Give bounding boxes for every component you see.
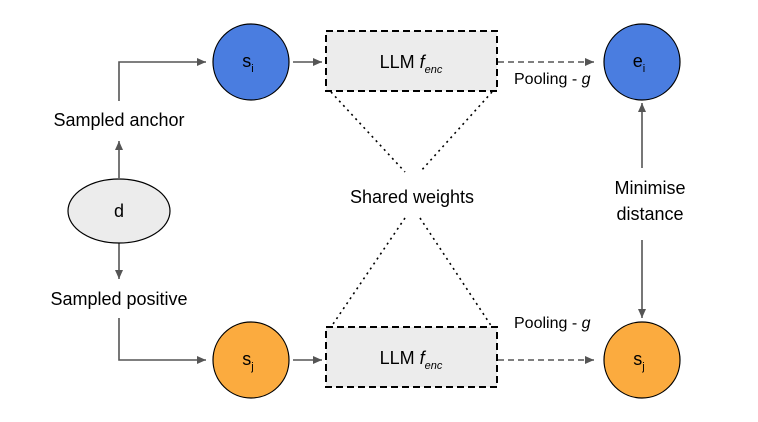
llm-encoder-top (325, 30, 498, 92)
llm-top-prefix: LLM (380, 52, 420, 72)
llm-bottom-func: f (420, 348, 427, 368)
positive-sample-base: s (242, 349, 251, 369)
anchor-embedding-sub: i (643, 63, 645, 75)
arrow-positive-to-sj (118, 318, 206, 364)
llm-bottom-prefix: LLM (380, 348, 420, 368)
anchor-sample-node (212, 23, 290, 101)
shared-weights-line-bottom-left (330, 217, 406, 328)
positive-sample-node (212, 321, 290, 399)
document-node-label: d (114, 201, 124, 221)
positive-sample-sub: j (250, 361, 253, 373)
anchor-sample-label: si (242, 51, 253, 75)
sampled-anchor-label: Sampled anchor (53, 110, 184, 130)
minimise-label-line1: Minimise (614, 178, 685, 198)
llm-top-func: f (420, 52, 427, 72)
shared-weights-line-bottom-right (419, 217, 493, 328)
positive-embedding-node (603, 321, 681, 399)
anchor-sample-base: s (242, 51, 251, 71)
positive-embedding-base: s (633, 349, 642, 369)
pooling-top-text: Pooling - (514, 71, 582, 88)
minimise-label-line2: distance (616, 204, 683, 224)
sampled-positive-label: Sampled positive (50, 289, 187, 309)
positive-sample-label: sj (242, 349, 253, 373)
llm-bottom-sub: enc (425, 360, 443, 372)
positive-embedding-sub: j (641, 361, 644, 373)
anchor-sample-sub: i (251, 63, 253, 75)
anchor-embedding-node (603, 23, 681, 101)
llm-encoder-top-label: LLM fenc (380, 52, 443, 76)
shared-weights-line-top-left (330, 91, 406, 173)
positive-embedding-label: sj (633, 349, 644, 373)
document-node (67, 178, 171, 244)
pooling-label-top: Pooling - g (514, 71, 591, 88)
arrow-anchor-to-si (118, 58, 206, 101)
anchor-embedding-base: e (633, 51, 643, 71)
pooling-bottom-text: Pooling - (514, 315, 582, 332)
llm-encoder-bottom-label: LLM fenc (380, 348, 443, 372)
pooling-label-bottom: Pooling - g (514, 315, 591, 332)
pooling-bottom-var: g (582, 315, 591, 332)
shared-weights-label: Shared weights (350, 187, 474, 207)
pooling-top-var: g (582, 71, 591, 88)
llm-top-sub: enc (425, 64, 443, 76)
shared-weights-line-top-right (419, 91, 493, 173)
llm-encoder-bottom (325, 326, 498, 388)
anchor-embedding-label: ei (633, 51, 645, 75)
